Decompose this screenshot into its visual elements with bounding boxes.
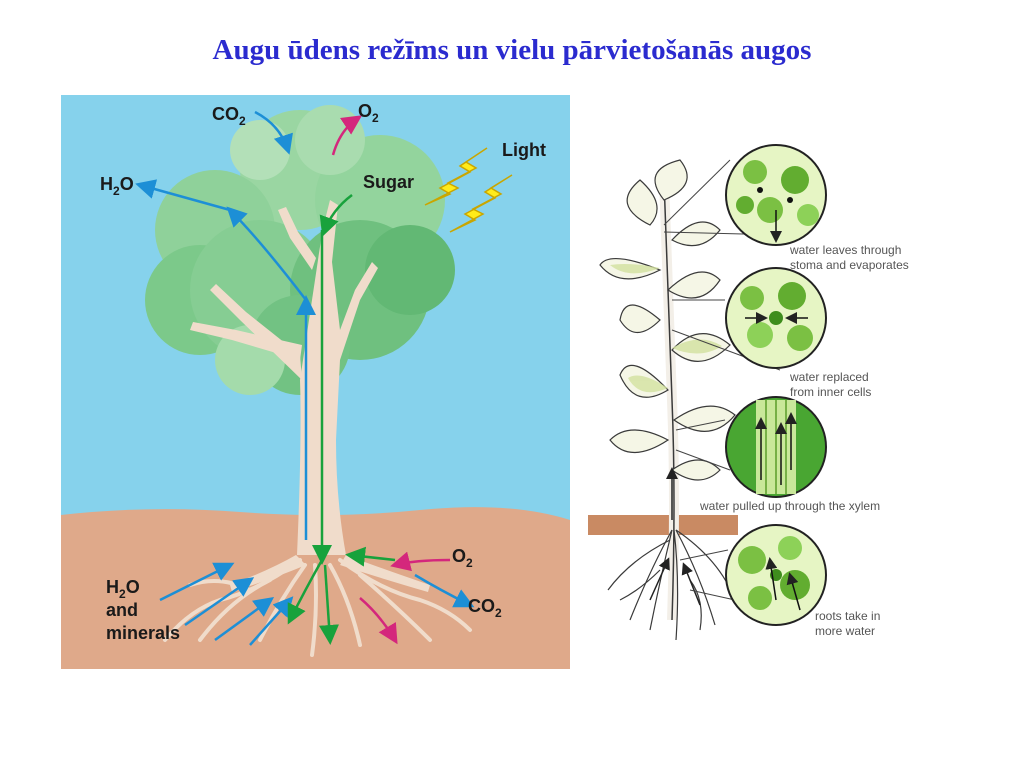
callout-inner-cells-line2: from inner cells [790, 385, 871, 399]
callout-roots [679, 524, 827, 626]
plant-roots [607, 529, 736, 641]
soil-band [588, 515, 738, 535]
callout-stoma-line1: water leaves through [789, 243, 901, 257]
page-title: Augu ūdens režīms un vielu pārvietošanās… [212, 34, 812, 66]
light-bolts [424, 147, 513, 233]
co2-top-label: CO2 [212, 104, 246, 128]
tree-trunk [190, 200, 430, 592]
callout-roots-line1: roots take in [815, 609, 880, 623]
minerals-label: minerals [106, 623, 180, 643]
roots [163, 558, 472, 657]
h2o-roots-label: H2O [106, 577, 140, 601]
leaf-veins [610, 264, 722, 393]
light-label: Light [502, 140, 546, 160]
sugar-label: Sugar [363, 172, 414, 192]
callout-xylem [675, 396, 827, 498]
sugar-transport-arrows [287, 194, 396, 645]
root-water-arrows [649, 467, 701, 606]
callout-roots-line2: more water [815, 624, 875, 638]
o2-roots-label: O2 [452, 546, 473, 570]
callout-xylem-line1: water pulled up through the xylem [699, 499, 880, 513]
callout-inner-cells-line1: water replaced [789, 370, 869, 384]
tree-diagram: CO2 O2 H2O Sugar Light H2O and minerals … [61, 95, 570, 669]
oxygen-arrows [331, 115, 451, 645]
water-transport-arrows [135, 110, 475, 646]
callout-stoma-line2: stoma and evaporates [790, 258, 909, 272]
plant-diagram: water leaves through stoma and evaporate… [588, 144, 909, 641]
callout-stoma [663, 144, 827, 246]
and-label: and [106, 600, 138, 620]
callout-inner-cells [671, 267, 827, 371]
co2-roots-label: CO2 [468, 596, 502, 620]
o2-top-label: O2 [358, 101, 379, 125]
h2o-leaf-label: H2O [100, 174, 134, 198]
